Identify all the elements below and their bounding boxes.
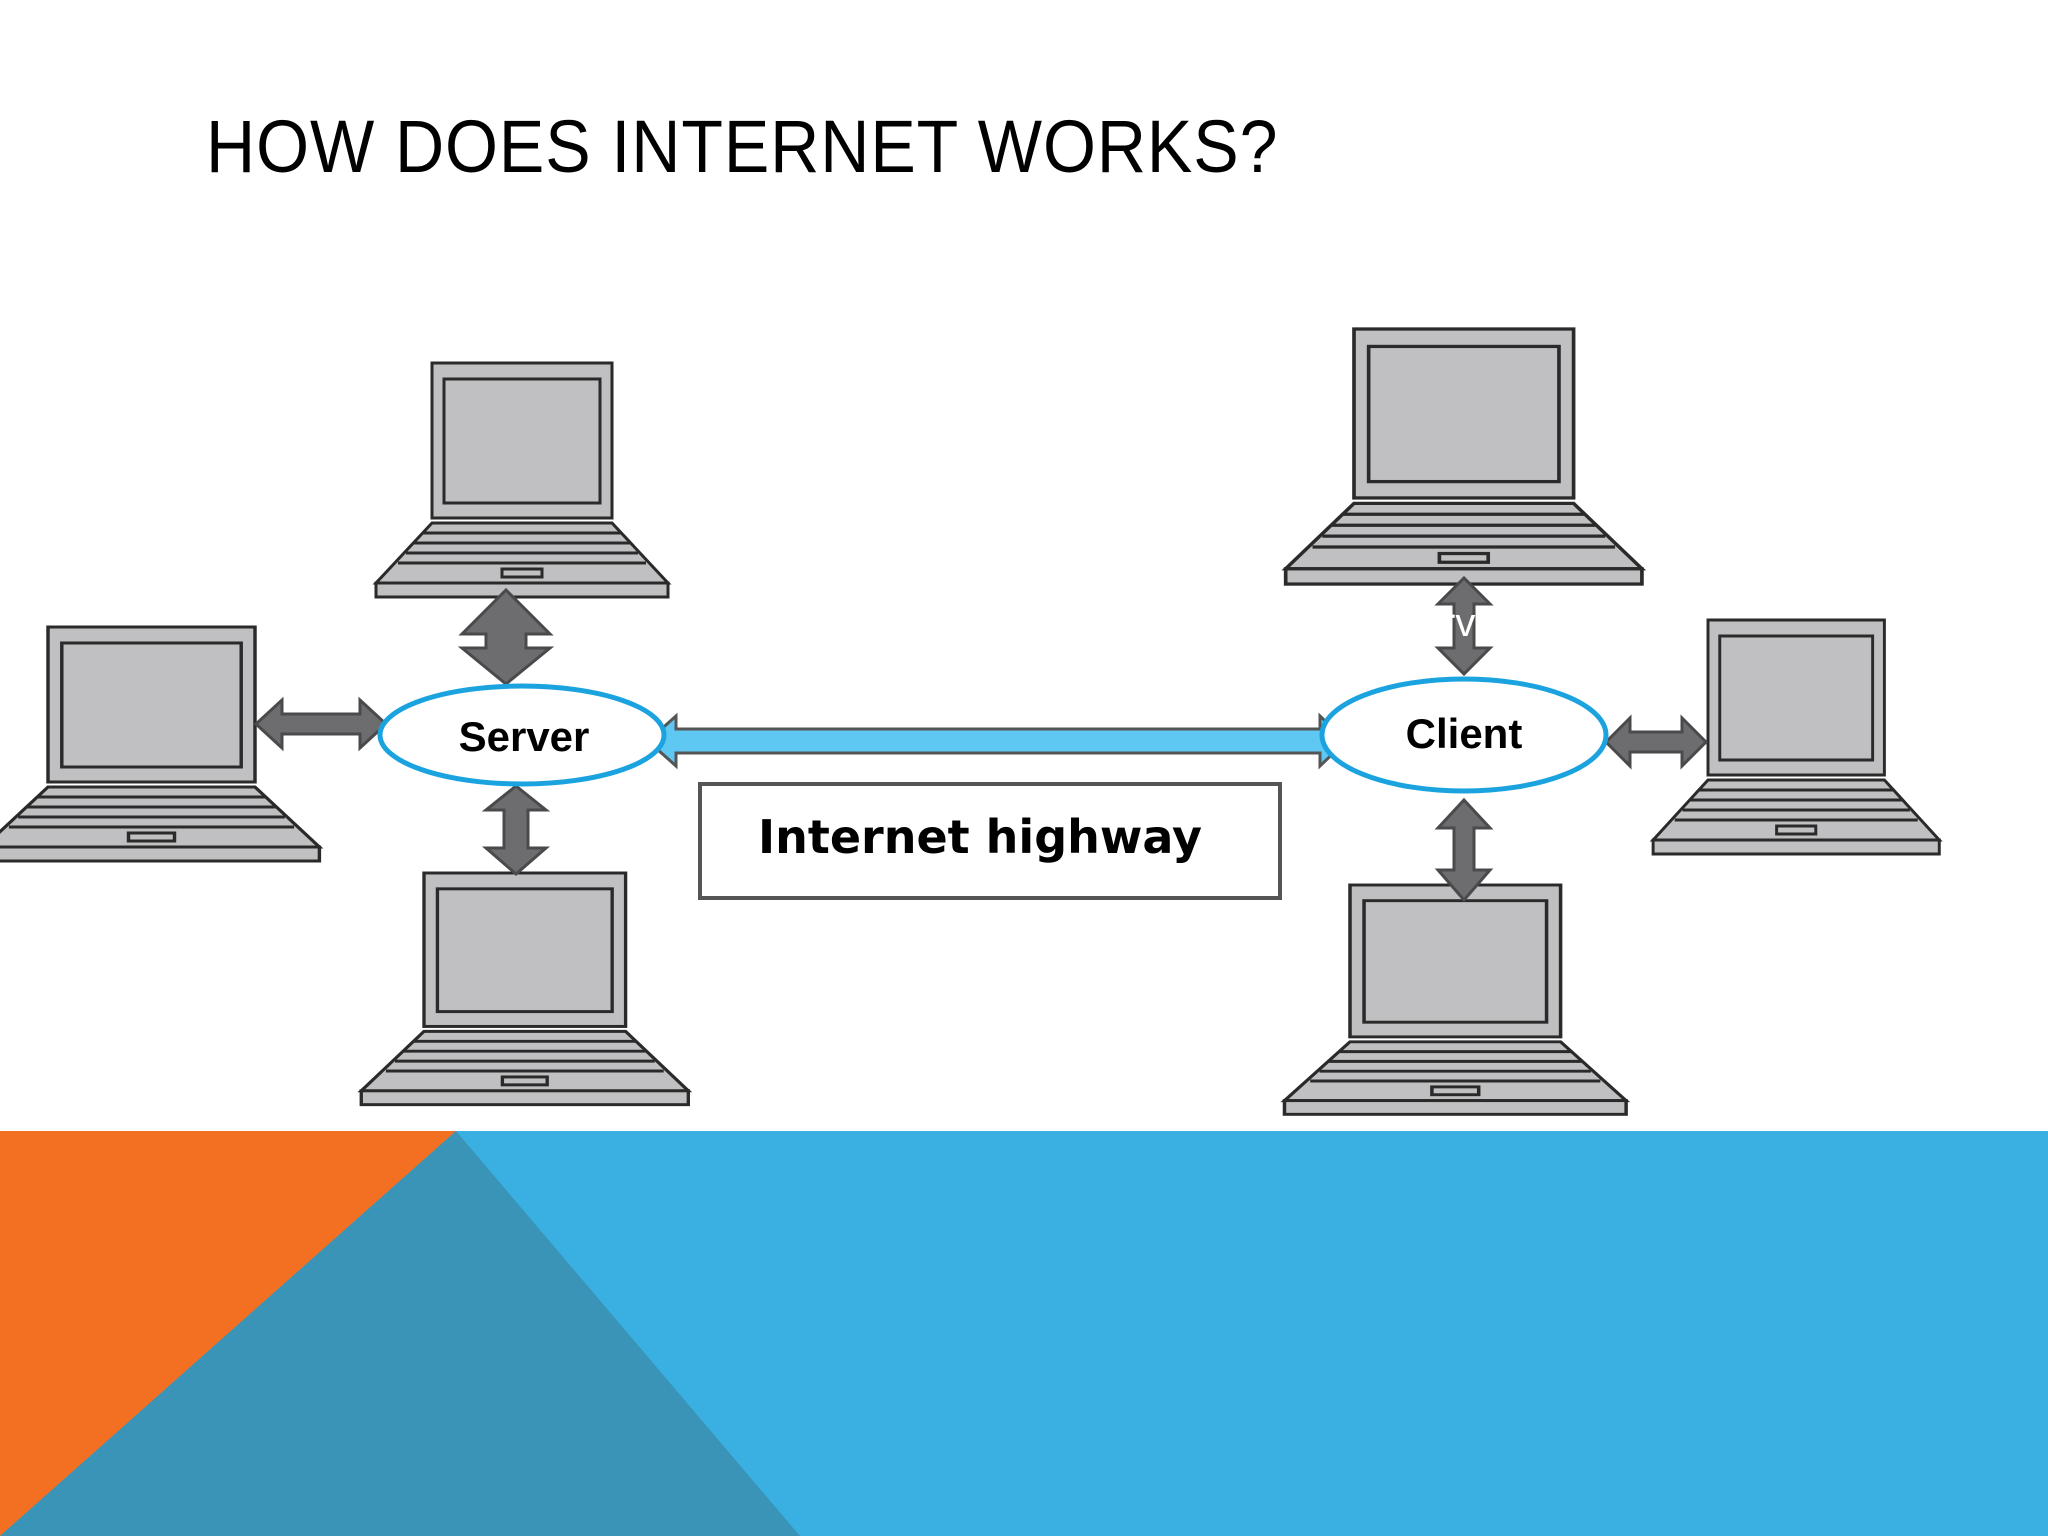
laptop-icon: [1282, 883, 1628, 1117]
highway-label: Internet highway: [758, 810, 1202, 864]
server-node: Server: [377, 683, 667, 787]
double-arrow-icon: [1434, 575, 1494, 677]
client-node: Client: [1319, 676, 1609, 794]
footer-dark-triangle: [0, 1131, 800, 1536]
laptop-icon: [0, 625, 322, 863]
double-arrow-icon: [1434, 797, 1494, 903]
highway-arrow: [645, 712, 1349, 770]
laptop-icon: [359, 871, 691, 1107]
slide-title: HOW DOES INTERNET WORKS?: [206, 105, 1279, 188]
double-arrow-icon: [1603, 714, 1709, 770]
double-arrow-icon: [253, 696, 389, 752]
laptop-icon: [1283, 327, 1644, 586]
double-arrow-icon: [457, 587, 555, 686]
laptop-icon: [374, 361, 670, 599]
network-diagram: rv Server Client Internet highway: [0, 327, 1941, 1117]
ghost-text: rv: [1442, 601, 1475, 645]
server-label: Server: [459, 713, 590, 760]
client-label: Client: [1406, 710, 1523, 757]
double-arrow-icon: [481, 784, 551, 876]
highway-label-box: Internet highway: [698, 782, 1282, 900]
footer-decoration: [0, 1131, 2048, 1536]
